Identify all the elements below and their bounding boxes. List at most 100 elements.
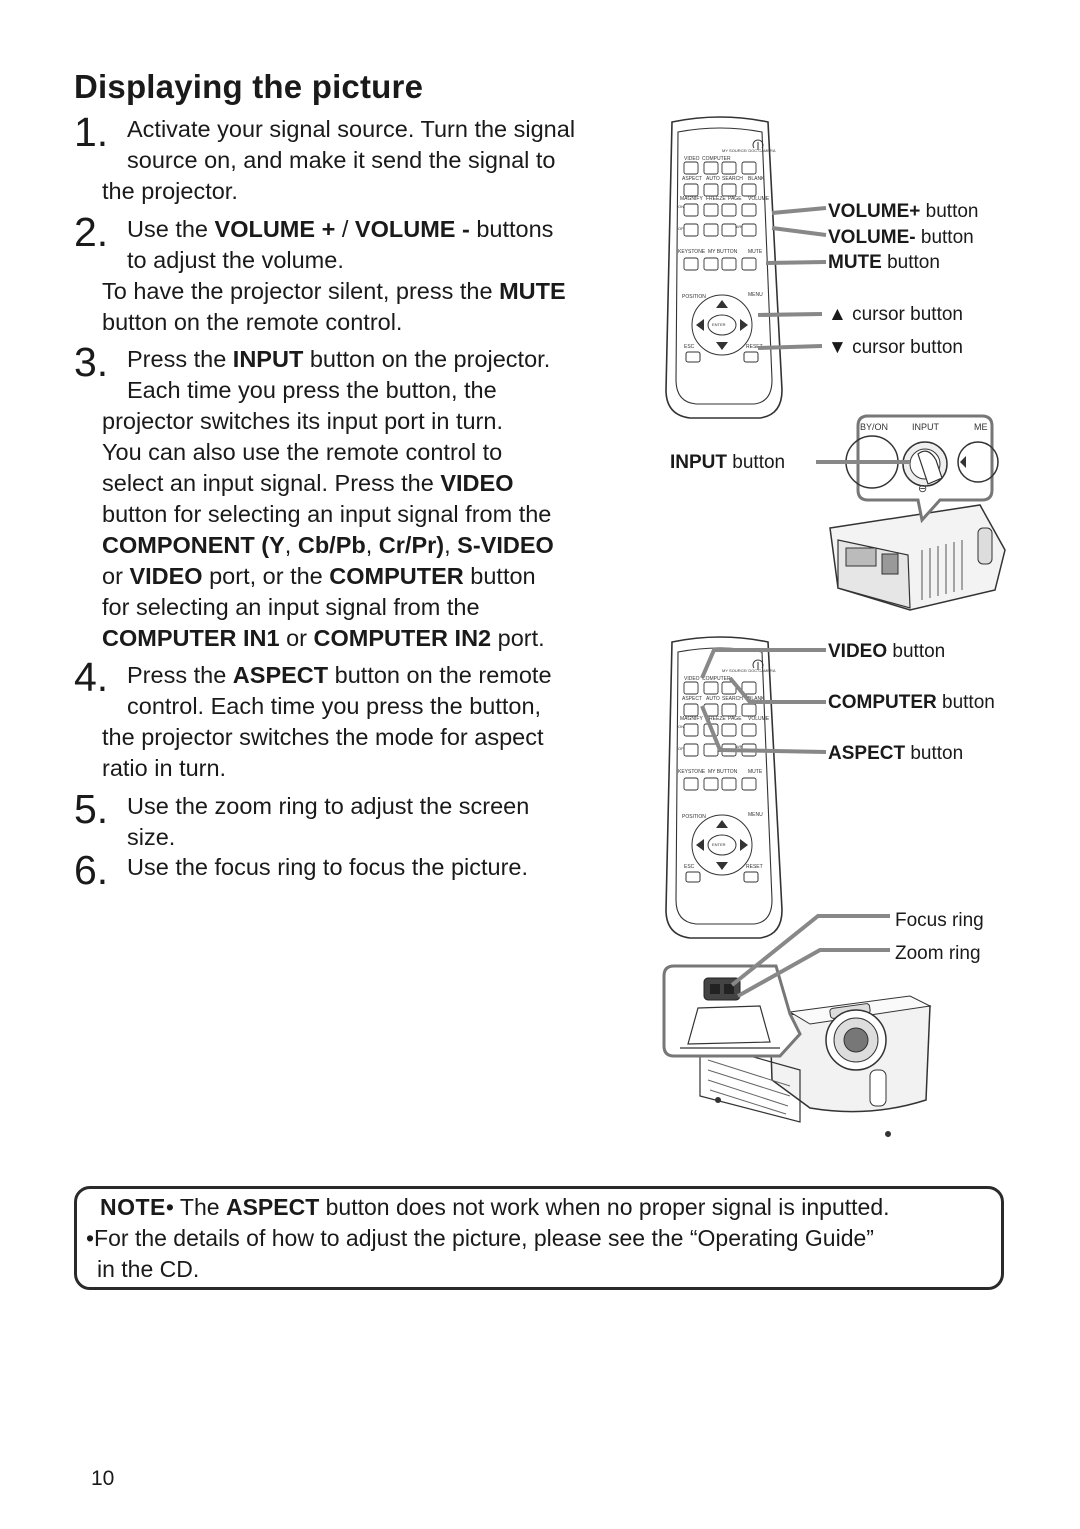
bold-term: VOLUME- — [828, 227, 916, 248]
power-icon — [752, 139, 764, 149]
remote-key — [741, 183, 757, 197]
remote-key — [721, 203, 737, 217]
remote-text-mute: MUTE — [748, 249, 763, 255]
remote-key — [703, 257, 719, 271]
remote-text-aspect: ASPECT — [682, 176, 702, 182]
focus-ring-label: Focus ring — [895, 910, 984, 931]
remote-text-magnify: MAGNIFY — [680, 716, 703, 722]
text-run: button — [463, 563, 536, 589]
remote-text-auto: AUTO — [706, 176, 720, 182]
remote-key — [703, 223, 719, 237]
remote-key — [703, 183, 719, 197]
step-number: 2. — [74, 209, 109, 255]
remote-key — [683, 257, 699, 271]
step-line: select an input signal. Press the VIDEO — [102, 470, 513, 496]
text-run: select an input signal. Press the — [102, 470, 441, 496]
step-line: Use the focus ring to focus the picture. — [127, 855, 528, 880]
page-title: Displaying the picture — [74, 68, 424, 105]
text-run: ▲ cursor button — [828, 304, 963, 325]
remote-key — [741, 257, 757, 271]
text-run: button — [905, 743, 964, 764]
cursor-right-icon — [740, 319, 748, 331]
remote-text-video: VIDEO — [684, 676, 700, 682]
step-line: the projector switches the mode for aspe… — [102, 725, 544, 750]
bold-term: ASPECT — [225, 1194, 320, 1220]
remote-text-my_source: MY SOURCE/ DOC.CAMERA — [722, 668, 776, 673]
remote-text-search: SEARCH — [722, 696, 743, 702]
remote-key — [703, 203, 719, 217]
note-box — [74, 1186, 1004, 1290]
remote-key — [683, 223, 699, 237]
bold-term: INPUT — [670, 452, 727, 473]
text-run: Use the — [127, 216, 215, 242]
remote-text-video: VIDEO — [684, 156, 700, 162]
text-run: Use the zoom ring to adjust the screen — [127, 793, 530, 819]
remote-key — [741, 681, 757, 695]
remote-text-my_button: MY BUTTON — [708, 769, 738, 775]
bold-term: COMPUTER — [329, 563, 464, 589]
text-run: , — [284, 532, 298, 558]
step-line: To have the projector silent, press the … — [102, 278, 566, 304]
text-run: • The — [165, 1194, 226, 1220]
text-run: button on the projector. — [303, 346, 551, 372]
text-run: button on the remote control. — [102, 309, 403, 335]
text-run: button — [915, 227, 974, 248]
remote-key — [683, 161, 699, 175]
text-run: port. — [491, 625, 545, 651]
text-run: button does not work when no proper sign… — [319, 1194, 890, 1220]
remote-text-freeze: FREEZE — [706, 716, 726, 722]
cursor-down-icon — [716, 342, 728, 350]
power-icon — [752, 659, 764, 669]
zoom-ring-label: Zoom ring — [895, 943, 981, 964]
remote-key — [683, 777, 699, 791]
esc-key — [685, 871, 701, 883]
remote-text-search: SEARCH — [722, 176, 743, 182]
remote-text-computer: COMPUTER — [702, 156, 731, 162]
remote-text-magnify: MAGNIFY — [680, 196, 703, 202]
step-line: ratio in turn. — [102, 755, 227, 781]
remote-text-menu: MENU — [748, 292, 763, 298]
remote-key — [683, 203, 699, 217]
zoom-leader-line — [737, 948, 890, 998]
remote-text-esc: ESC — [684, 864, 695, 870]
text-run: button for selecting an input signal fro… — [102, 501, 552, 527]
text-run: Press the — [127, 662, 233, 688]
text-run: for selecting an input signal from the — [102, 594, 480, 620]
remote2-label-1: COMPUTER button — [828, 693, 995, 712]
step-line: the projector. — [102, 179, 238, 204]
reset-key — [743, 871, 759, 883]
bold-term: MUTE — [499, 278, 566, 304]
cursor-right-icon — [740, 839, 748, 851]
step-line: COMPONENT (Y, Cb/Pb, Cr/Pr), S-VIDEO — [102, 532, 554, 558]
esc-key — [685, 351, 701, 363]
remote-key — [683, 183, 699, 197]
remote-text-enter: ENTER — [712, 322, 726, 327]
step-line: for selecting an input signal from the — [102, 594, 480, 620]
input-zoom-callout: BY/ON INPUT ME ⊖ — [845, 414, 999, 524]
remote-text-volume: VOLUME — [748, 196, 770, 202]
text-run: buttons — [469, 216, 554, 242]
projector-top-view — [829, 504, 1006, 611]
input-icon: ⊖ — [918, 483, 927, 495]
text-run: ▼ cursor button — [828, 337, 963, 358]
text-run: ratio in turn. — [102, 755, 227, 781]
remote1-label-4: ▼ cursor button — [828, 338, 963, 357]
note-line-1-text: • The ASPECT button does not work when n… — [166, 1194, 890, 1220]
step-line: Press the ASPECT button on the remote — [127, 662, 552, 688]
bold-term: ASPECT — [232, 662, 329, 688]
step-line: COMPUTER IN1 or COMPUTER IN2 port. — [102, 625, 545, 651]
remote-text-page: PAGE — [728, 196, 742, 202]
menu-panel-label: ME — [974, 422, 988, 432]
remote-text-position: POSITION — [682, 294, 706, 300]
remote-key — [721, 161, 737, 175]
bold-term: COMPONENT (Y — [102, 532, 285, 558]
text-run: button — [887, 641, 946, 662]
cursor-up-icon — [716, 300, 728, 308]
bold-term: INPUT — [232, 346, 304, 372]
text-run: button — [727, 452, 786, 473]
remote-text-menu: MENU — [748, 812, 763, 818]
remote-key — [741, 777, 757, 791]
bold-term: COMPUTER — [828, 692, 937, 713]
